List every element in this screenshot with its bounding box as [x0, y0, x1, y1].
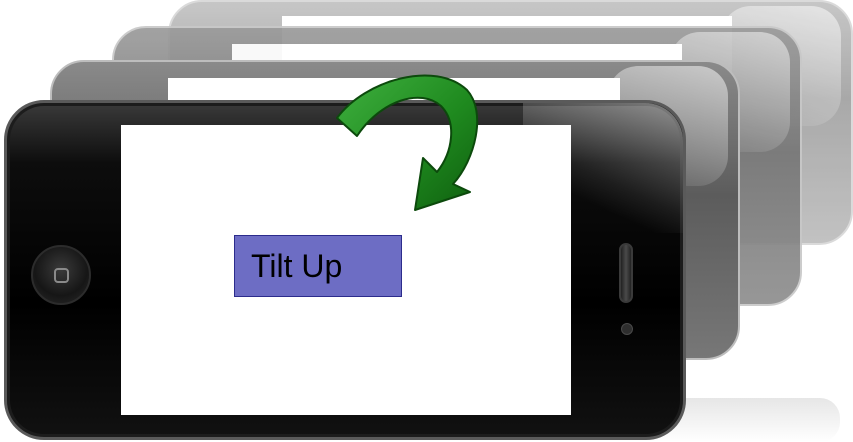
- home-button-square: [54, 268, 69, 283]
- main-phone-gloss: [523, 103, 683, 233]
- camera-icon: [621, 323, 633, 335]
- tilt-up-button[interactable]: Tilt Up: [234, 235, 402, 297]
- speaker-slot-icon: [619, 243, 633, 303]
- curved-arrow-shape: [336, 74, 479, 211]
- curved-arrow-icon: [336, 74, 479, 211]
- home-button-icon: [31, 245, 91, 305]
- main-phone: [4, 100, 686, 440]
